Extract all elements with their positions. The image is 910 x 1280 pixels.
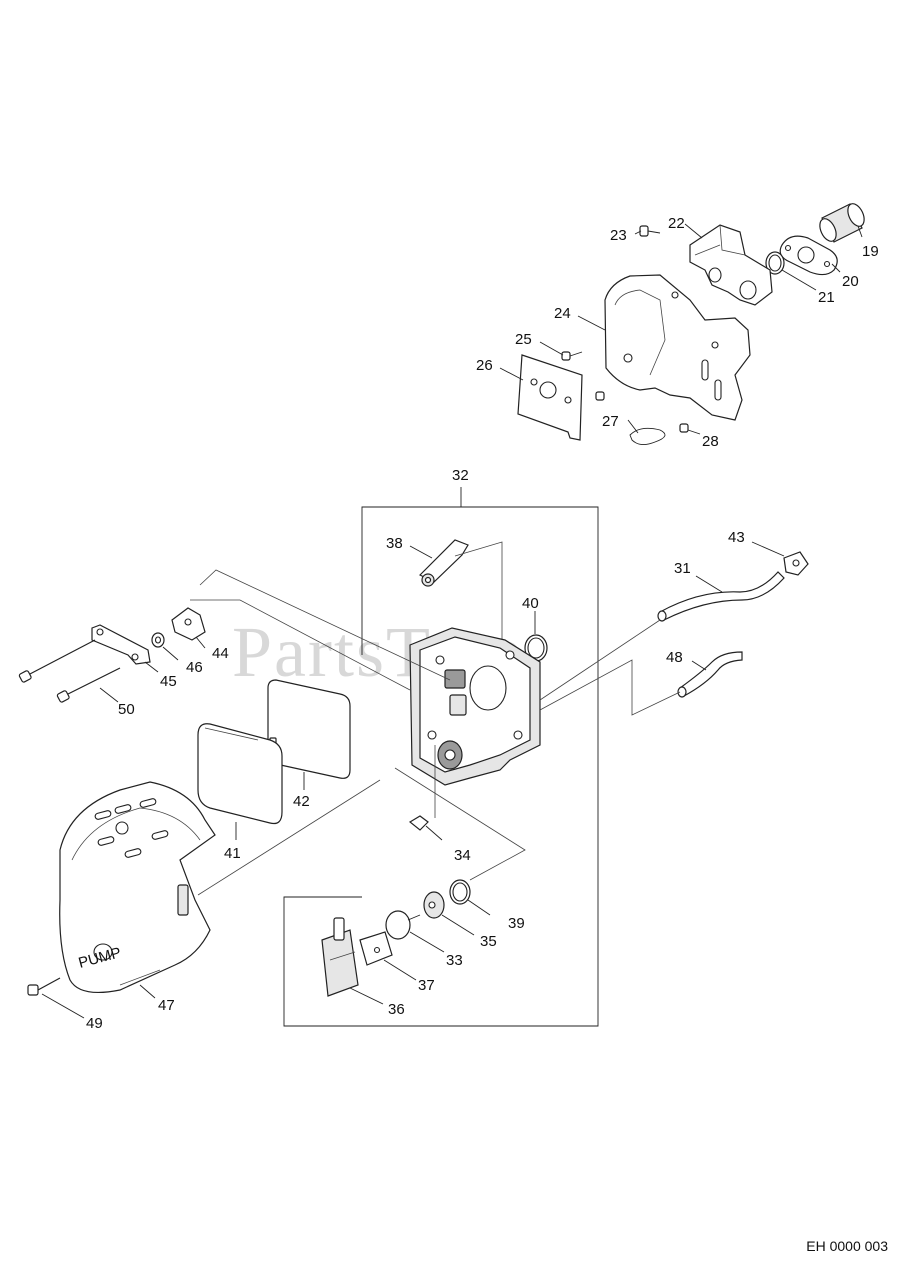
part-43-clamp[interactable] (783, 551, 809, 576)
callout-20[interactable]: 20 (842, 273, 859, 290)
callout-44[interactable]: 44 (212, 645, 229, 662)
callout-24[interactable]: 24 (554, 305, 571, 322)
left-assembly: PUMP (18, 569, 451, 996)
carb-group (283, 487, 599, 1027)
callout-leaders (41, 223, 863, 1019)
part-23-bolt[interactable] (639, 225, 661, 237)
part-38-choke-lever[interactable] (418, 539, 469, 587)
callout-47[interactable]: 47 (158, 997, 175, 1014)
callout-22[interactable]: 22 (668, 215, 685, 232)
part-21-ring[interactable] (765, 251, 785, 275)
part-26-gasket-plate[interactable] (517, 354, 583, 441)
carburetor-body[interactable] (409, 627, 541, 786)
callout-43[interactable]: 43 (728, 529, 745, 546)
callout-31[interactable]: 31 (674, 560, 691, 577)
callout-28[interactable]: 28 (702, 433, 719, 450)
callout-42[interactable]: 42 (293, 793, 310, 810)
part-22-insulator[interactable] (689, 224, 773, 306)
part-34-screw[interactable] (408, 815, 443, 841)
callout-33[interactable]: 33 (446, 952, 463, 969)
callout-39[interactable]: 39 (508, 915, 525, 932)
part-28-screw[interactable] (679, 423, 689, 433)
upper-assembly (517, 201, 868, 445)
callout-38[interactable]: 38 (386, 535, 403, 552)
part-39-ring[interactable] (449, 879, 471, 905)
part-31-hose[interactable] (657, 571, 785, 622)
callout-32[interactable]: 32 (452, 467, 469, 484)
callout-19[interactable]: 19 (862, 243, 879, 260)
callout-49[interactable]: 49 (86, 1015, 103, 1032)
fuel-lines (539, 551, 809, 716)
part-48-hose[interactable] (677, 651, 743, 698)
part-33-primer[interactable] (385, 910, 421, 940)
part-20-gasket[interactable] (779, 235, 838, 276)
plate-screw (595, 391, 605, 401)
callout-35[interactable]: 35 (480, 933, 497, 950)
callout-36[interactable]: 36 (388, 1001, 405, 1018)
part-25-screw[interactable] (561, 351, 583, 361)
part-50-bolt[interactable] (56, 667, 121, 703)
callout-48[interactable]: 48 (666, 649, 683, 666)
document-code: EH 0000 003 (806, 1238, 888, 1254)
callout-46[interactable]: 46 (186, 659, 203, 676)
part-35-diaphragm[interactable] (423, 891, 445, 919)
part-37-gasket[interactable] (359, 931, 393, 966)
callout-50[interactable]: 50 (118, 701, 135, 718)
callout-26[interactable]: 26 (476, 357, 493, 374)
part-47-cover[interactable]: PUMP (59, 781, 216, 993)
long-bolt-upper[interactable] (18, 639, 96, 683)
callout-41[interactable]: 41 (224, 845, 241, 862)
callout-45[interactable]: 45 (160, 673, 177, 690)
callout-34[interactable]: 34 (454, 847, 471, 864)
part-41-filter[interactable] (197, 723, 283, 825)
part-45-bracket[interactable] (91, 624, 151, 665)
callout-numbers: 19 20 21 22 23 24 25 26 27 28 31 32 33 3… (86, 215, 879, 1032)
part-24-plate[interactable] (604, 274, 751, 421)
callout-23[interactable]: 23 (610, 227, 627, 244)
part-46-washer[interactable] (151, 632, 165, 648)
part-19-tube[interactable] (817, 201, 868, 244)
callout-37[interactable]: 37 (418, 977, 435, 994)
callout-40[interactable]: 40 (522, 595, 539, 612)
part-27-clip[interactable] (629, 427, 666, 445)
part-49-screw[interactable] (27, 977, 61, 996)
group-box-border (283, 506, 599, 1027)
part-44-plate[interactable] (171, 607, 206, 641)
callout-27[interactable]: 27 (602, 413, 619, 430)
part-36-cover[interactable] (321, 917, 359, 997)
callout-25[interactable]: 25 (515, 331, 532, 348)
callout-21[interactable]: 21 (818, 289, 835, 306)
